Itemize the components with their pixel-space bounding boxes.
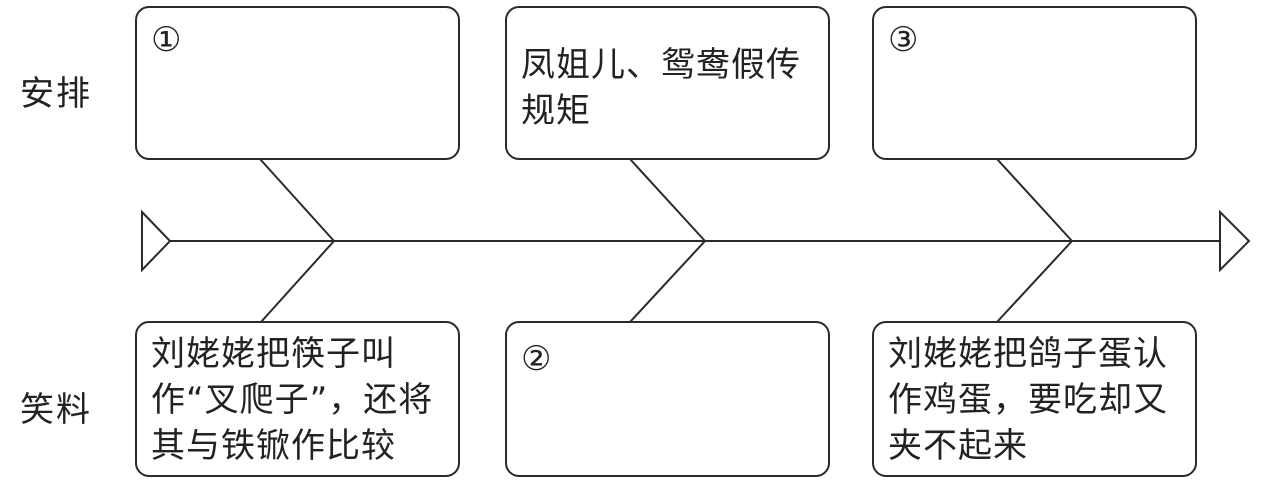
box-bottom-right-text: 刘姥姥把鸽子蛋认作鸡蛋，要吃却又夹不起来	[888, 334, 1168, 466]
box-top-middle-text: 凤姐儿、鸳鸯假传规矩	[521, 45, 801, 131]
branch-2-lower	[629, 240, 706, 323]
box-top-middle: 凤姐儿、鸳鸯假传规矩	[505, 6, 830, 160]
box-bottom-middle-text: ②	[521, 339, 553, 379]
arrow-head	[1219, 209, 1251, 273]
branch-2-upper	[629, 158, 706, 242]
box-top-left: ①	[135, 6, 460, 160]
branch-1-upper	[259, 158, 335, 242]
row-label-arrangement: 安排	[20, 74, 92, 114]
tail-triangle	[141, 209, 172, 273]
box-bottom-left: 刘姥姥把筷子叫作“叉爬子”，还将其与铁锨作比较	[135, 321, 460, 477]
row-label-jokes: 笑料	[20, 390, 92, 430]
box-bottom-right: 刘姥姥把鸽子蛋认作鸡蛋，要吃却又夹不起来	[872, 321, 1197, 477]
box-top-right-text: ③	[888, 20, 920, 60]
branch-1-lower	[260, 240, 335, 323]
branch-3-upper	[996, 158, 1073, 242]
box-top-left-text: ①	[151, 20, 183, 60]
branch-3-lower	[996, 240, 1073, 323]
box-bottom-middle: ②	[505, 321, 830, 477]
box-top-right: ③	[872, 6, 1197, 160]
box-bottom-left-text: 刘姥姥把筷子叫作“叉爬子”，还将其与铁锨作比较	[151, 334, 434, 466]
